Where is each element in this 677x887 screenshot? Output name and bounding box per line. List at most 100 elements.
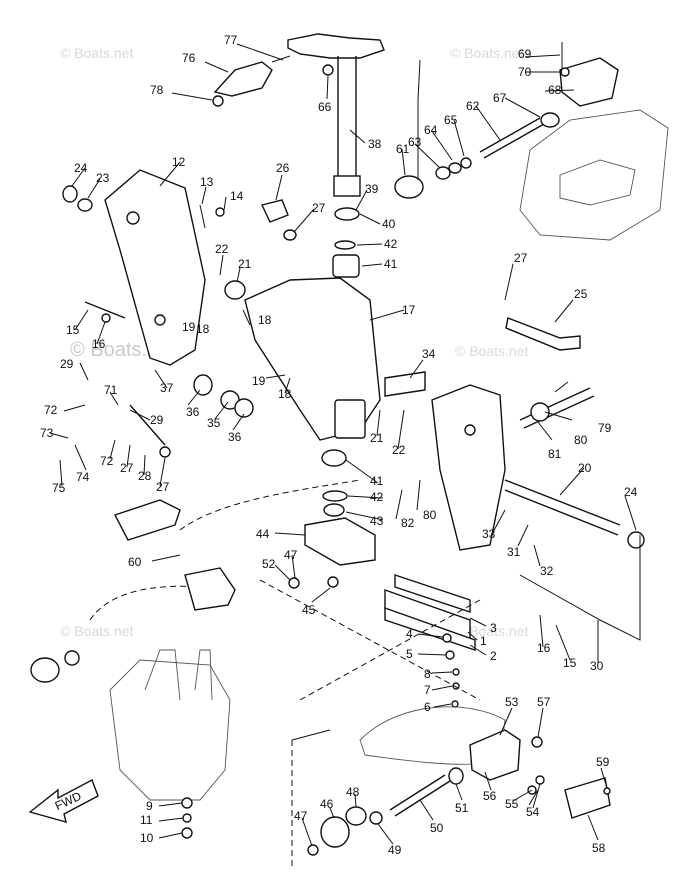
plate-2 [384, 607, 476, 651]
callout-41-top: 41 [384, 257, 398, 271]
callout-23: 23 [96, 171, 110, 185]
watermark-1: © Boats.net [60, 45, 133, 61]
bolt-6 [451, 700, 459, 708]
washer-8 [452, 668, 460, 676]
clip-26 [261, 199, 289, 223]
callout-7: 7 [424, 683, 431, 697]
tilt-lock-53 [469, 729, 521, 781]
callout-35: 35 [207, 416, 221, 430]
o-ring-42-lower [322, 490, 348, 502]
callout-69: 69 [518, 47, 532, 61]
callout-40: 40 [382, 217, 396, 231]
tilt-lever-25 [505, 317, 581, 351]
bushing-22-top [224, 280, 246, 300]
pin-13 [199, 204, 206, 229]
callout-25: 25 [574, 287, 588, 301]
callout-80-bottom: 80 [423, 508, 437, 522]
callout-18-top: 18 [258, 313, 272, 327]
callout-29-right: 29 [150, 413, 164, 427]
callout-13: 13 [200, 175, 214, 189]
bushing-36-left [193, 374, 213, 396]
nut-47-lower [307, 844, 319, 856]
callout-9: 9 [146, 799, 153, 813]
callout-48: 48 [346, 785, 360, 799]
nut-66 [322, 64, 334, 76]
bushing-36-right [234, 398, 254, 418]
callout-30: 30 [590, 659, 604, 673]
callout-32: 32 [540, 564, 554, 578]
callout-47-lower: 47 [294, 809, 308, 823]
right-bracket-hole [464, 424, 476, 436]
washer-43 [323, 503, 345, 517]
callout-18-bottom: 18 [278, 387, 292, 401]
washer-64 [448, 162, 462, 174]
callout-81: 81 [548, 447, 562, 461]
group-bracket-30 [519, 535, 641, 641]
bushing-41 [332, 254, 360, 278]
callout-10: 10 [140, 831, 154, 845]
callout-42-bottom: 42 [370, 490, 384, 504]
callout-77: 77 [224, 33, 238, 47]
callout-50: 50 [430, 821, 444, 835]
tilt-pin-34 [384, 371, 426, 397]
bolt-4 [442, 633, 452, 643]
callout-31: 31 [507, 545, 521, 559]
steering-shaft-38 [337, 56, 357, 179]
washer-55 [535, 775, 545, 785]
callout-4: 4 [406, 627, 413, 641]
callout-29-left: 29 [60, 357, 74, 371]
fwd-arrow: FWD [28, 779, 99, 823]
callout-20: 20 [578, 461, 592, 475]
steering-arm [287, 33, 385, 59]
callout-80-top: 80 [574, 433, 588, 447]
callout-38: 38 [368, 137, 382, 151]
callout-11: 11 [140, 813, 153, 827]
callout-labels: 77 76 78 66 38 39 40 42 41 69 70 68 67 6… [40, 33, 638, 857]
washer-5 [445, 650, 455, 660]
callout-12: 12 [172, 155, 186, 169]
callout-17: 17 [402, 303, 416, 317]
callout-27-mid: 27 [156, 480, 170, 494]
washer-16-left [101, 313, 111, 323]
upper-mount-bracket [213, 61, 273, 97]
callout-68: 68 [548, 83, 562, 97]
callout-62: 62 [466, 99, 480, 113]
callout-78: 78 [150, 83, 164, 97]
callout-76: 76 [182, 51, 196, 65]
callout-15-left: 15 [66, 323, 80, 337]
cylinder-end-46 [320, 816, 350, 848]
callout-72-right: 72 [100, 454, 114, 468]
nut-57 [531, 736, 543, 748]
callout-53: 53 [505, 695, 519, 709]
callout-70: 70 [518, 65, 532, 79]
fwd-arrow-shape [28, 779, 99, 823]
washer-49 [369, 811, 383, 825]
bracket-hole-1 [126, 211, 140, 225]
nut-47-upper [288, 577, 300, 589]
callout-49: 49 [388, 843, 402, 857]
nut-65 [460, 157, 472, 169]
callout-18-mid: 18 [196, 322, 210, 336]
callout-16-right: 16 [537, 641, 551, 655]
callout-36-left: 36 [186, 405, 200, 419]
callout-73: 73 [40, 426, 54, 440]
callout-19-right: 19 [252, 374, 266, 388]
plate-58 [564, 777, 611, 819]
nut-24 [62, 185, 78, 203]
callout-34: 34 [422, 347, 436, 361]
lower-steering-yoke-44 [304, 517, 376, 566]
callout-64: 64 [424, 123, 438, 137]
bushing-67 [540, 112, 560, 128]
shaft-62 [479, 117, 545, 159]
callout-59: 59 [596, 755, 610, 769]
clamp-bracket-left [104, 169, 206, 366]
nut-10 [181, 827, 193, 839]
screw-9 [181, 797, 193, 809]
callout-56: 56 [483, 789, 497, 803]
callout-2: 2 [490, 649, 497, 663]
washer-11 [182, 813, 192, 823]
callout-60: 60 [128, 555, 142, 569]
callout-58: 58 [592, 841, 606, 855]
bolt-15-left [84, 301, 126, 319]
bushing-40 [334, 207, 360, 221]
